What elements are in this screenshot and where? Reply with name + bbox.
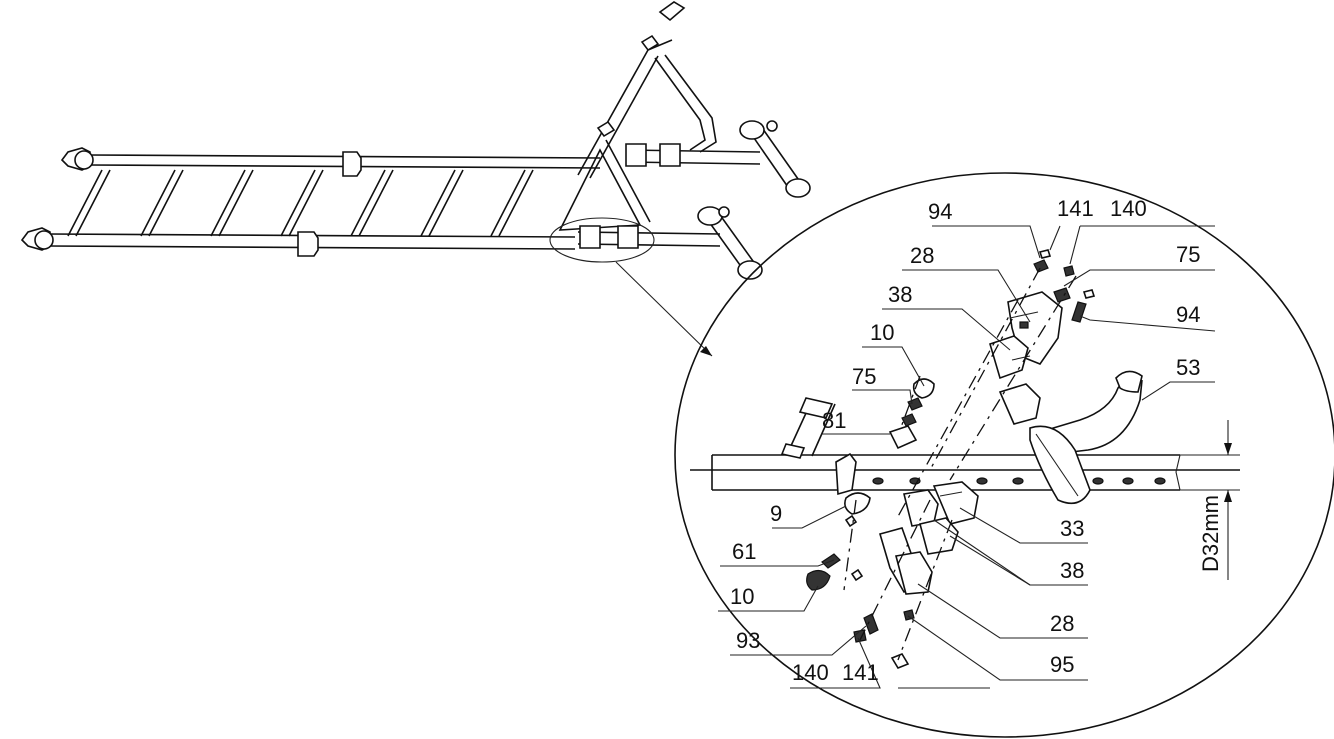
assembly-centerlines bbox=[843, 267, 1077, 661]
callout-141-bottom: 141 bbox=[842, 660, 879, 685]
ladder-rails bbox=[20, 147, 601, 257]
detail-circle bbox=[674, 172, 1334, 738]
lower-left-fasteners bbox=[806, 492, 879, 643]
lower-standoff bbox=[577, 206, 763, 280]
detail-marker-ellipse bbox=[549, 217, 655, 263]
callout-75-right: 75 bbox=[1176, 242, 1200, 267]
callout-94-right: 94 bbox=[1176, 302, 1200, 327]
upper-left-fasteners bbox=[901, 378, 935, 427]
lower-bracket-assembly bbox=[879, 481, 979, 595]
diameter-dimension bbox=[1180, 420, 1240, 580]
callout-10-lower: 10 bbox=[730, 584, 754, 609]
ladder-overview bbox=[20, 1, 811, 357]
callout-75-left: 75 bbox=[852, 364, 876, 389]
part-81 bbox=[888, 425, 918, 450]
callout-53: 53 bbox=[1176, 355, 1200, 380]
callout-140-top: 140 bbox=[1110, 196, 1147, 221]
callout-labels: 94 141 140 28 75 38 94 10 53 75 81 9 33 … bbox=[730, 196, 1223, 685]
callout-93: 93 bbox=[736, 628, 760, 653]
callout-leaders bbox=[718, 225, 1216, 689]
callout-61: 61 bbox=[732, 539, 756, 564]
upper-fasteners bbox=[1033, 249, 1096, 323]
callout-28-lower: 28 bbox=[1050, 611, 1074, 636]
part-9-clip bbox=[835, 452, 857, 496]
callout-141-top: 141 bbox=[1057, 196, 1094, 221]
callout-33: 33 bbox=[1060, 516, 1084, 541]
ladder-rungs bbox=[67, 169, 534, 237]
callout-9: 9 bbox=[770, 501, 782, 526]
callout-38-upper: 38 bbox=[888, 282, 912, 307]
callout-94-top: 94 bbox=[928, 199, 952, 224]
callout-28-top: 28 bbox=[910, 243, 934, 268]
ladder-handrail bbox=[558, 1, 717, 231]
bottom-fasteners bbox=[890, 609, 915, 669]
part-53 bbox=[1029, 370, 1143, 505]
callout-81: 81 bbox=[822, 408, 846, 433]
callout-140-bottom: 140 bbox=[792, 660, 829, 685]
callout-95: 95 bbox=[1050, 652, 1074, 677]
upper-standoff bbox=[625, 120, 811, 198]
dimension-label: D32mm bbox=[1198, 495, 1223, 572]
angled-strut bbox=[780, 397, 836, 459]
upper-bracket-assembly bbox=[989, 291, 1063, 425]
callout-38-lower: 38 bbox=[1060, 558, 1084, 583]
callout-10-upper: 10 bbox=[870, 320, 894, 345]
detail-leader-arrowhead bbox=[700, 346, 712, 356]
detail-view bbox=[674, 172, 1334, 738]
detail-leader-arrow bbox=[615, 261, 713, 357]
